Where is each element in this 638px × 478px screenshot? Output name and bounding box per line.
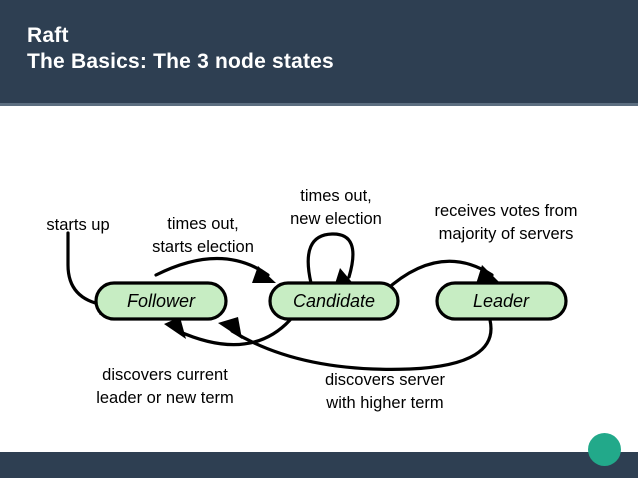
header-separator: [0, 103, 638, 106]
edge-label-line: starts election: [152, 238, 254, 256]
node-leader-label: Leader: [473, 291, 530, 311]
arrowhead-follower-to-candidate: [252, 266, 276, 283]
edge-label-line: majority of servers: [439, 225, 574, 243]
edge-leader-to-follower: [218, 317, 493, 371]
edge-label-line: discovers server: [325, 371, 446, 389]
node-candidate[interactable]: Candidate: [268, 281, 400, 321]
edge-label-line: times out,: [300, 187, 372, 205]
edge-label-follower-to-candidate: times out, starts election: [152, 215, 254, 256]
edge-candidate-to-follower: [164, 317, 292, 347]
edge-candidate-to-leader: [383, 259, 500, 293]
edge-label-leader-to-follower: discovers server with higher term: [325, 371, 446, 412]
edge-label-start-to-follower: starts up: [46, 216, 109, 234]
node-leader[interactable]: Leader: [435, 281, 568, 321]
slide-footer-bar: [0, 452, 638, 478]
edge-label-line: new election: [290, 210, 382, 228]
edge-label-candidate-to-leader: receives votes from majority of servers: [434, 202, 577, 243]
arrowhead-leader-to-follower: [218, 317, 242, 339]
edge-label-candidate-to-follower: discovers current leader or new term: [96, 366, 234, 407]
node-candidate-label: Candidate: [293, 291, 375, 311]
page-title: Raft The Basics: The 3 node states: [27, 23, 587, 75]
raft-state-diagram: Follower Candidate Leader starts up time…: [0, 103, 638, 452]
edge-label-line: receives votes from: [434, 202, 577, 220]
slide-header: [0, 0, 638, 103]
node-follower[interactable]: Follower: [94, 281, 228, 321]
arrowhead-candidate-to-follower: [164, 317, 186, 339]
title-main: Raft: [27, 24, 69, 47]
edge-label-line: starts up: [46, 216, 109, 234]
edge-label-line: leader or new term: [96, 389, 234, 407]
footer-accent-dot: [588, 433, 621, 466]
arrowhead-candidate-to-leader: [476, 265, 500, 284]
edge-label-line: discovers current: [102, 366, 228, 384]
edge-candidate-self-loop: [306, 232, 356, 287]
edge-label-candidate-self-loop: times out, new election: [290, 187, 382, 228]
title-subtitle: The Basics: The 3 node states: [27, 50, 334, 73]
edge-label-line: with higher term: [325, 394, 443, 412]
edge-label-line: times out,: [167, 215, 239, 233]
node-follower-label: Follower: [127, 291, 196, 311]
edge-follower-to-candidate: [154, 256, 276, 283]
